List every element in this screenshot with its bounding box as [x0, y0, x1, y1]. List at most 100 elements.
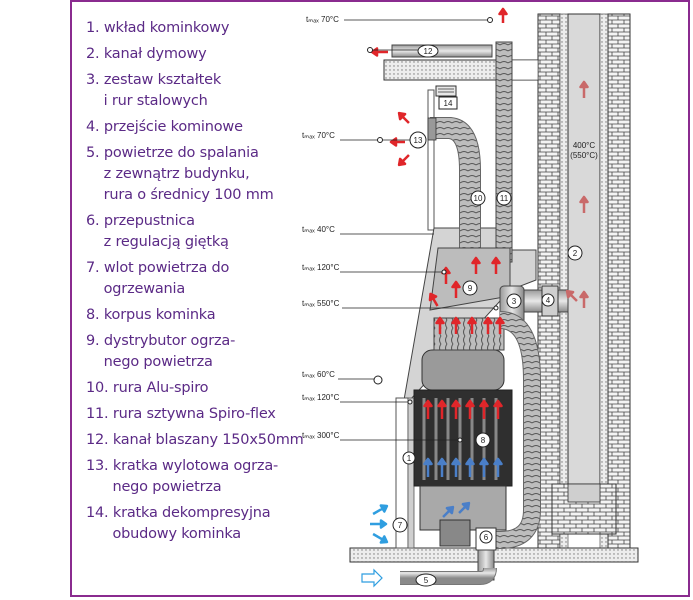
- fireplace-diagram: tₘₐₓ 70°C tₘₐₓ 70°C tₘₐₓ 40°C tₘₐₓ 120°C…: [302, 7, 639, 588]
- callout-10: 10: [470, 190, 486, 206]
- callout-8: 8: [475, 432, 491, 448]
- fireplace-insert: [413, 349, 513, 547]
- airflow-arrows: [361, 7, 589, 588]
- cold-air-arrow: [458, 501, 471, 514]
- legend-item-12: 12. kanał blaszany 150x50mm: [86, 432, 304, 448]
- svg-text:11: 11: [500, 194, 509, 203]
- svg-text:5: 5: [424, 576, 429, 585]
- svg-text:4: 4: [546, 296, 551, 305]
- svg-text:tₘₐₓ 70°C: tₘₐₓ 70°C: [302, 131, 335, 140]
- legend-item-7: 7. wlot powietrza do ogrzewania: [86, 260, 230, 297]
- legend-item-2: 2. kanał dymowy: [86, 46, 207, 62]
- hot-air-arrow: [423, 399, 433, 419]
- hot-air-arrow: [397, 154, 410, 167]
- hot-air-arrow: [471, 256, 481, 274]
- cold-air-arrow: [423, 457, 433, 477]
- callout-5: 5: [415, 573, 437, 587]
- callout-11: 11: [496, 190, 512, 206]
- decompression-grille: [435, 85, 457, 97]
- callout-6: 6: [479, 530, 493, 544]
- flue-gas-arrow: [579, 195, 589, 213]
- part-numbers: 12 14 13 10 11 2 9 3 4 8 1 7 6 5: [367, 44, 583, 587]
- svg-text:9: 9: [468, 284, 473, 293]
- temp-label-5: tₘₐₓ 550°C: [302, 299, 499, 311]
- hot-air-arrow: [428, 292, 439, 307]
- svg-text:12: 12: [424, 47, 433, 56]
- svg-text:3: 3: [512, 297, 517, 306]
- cold-air-arrow: [479, 457, 489, 477]
- hot-air-arrow: [498, 7, 508, 23]
- cold-air-arrow: [465, 457, 475, 477]
- legend-item-14: 14. kratka dekompresyjna obudowy kominka: [86, 505, 271, 542]
- svg-text:tₘₐₓ 60°C: tₘₐₓ 60°C: [302, 370, 335, 379]
- svg-text:400°C: 400°C: [573, 141, 596, 150]
- legend-item-6: 6. przepustnica z regulacją giętką: [86, 213, 229, 250]
- hot-air-arrow: [493, 399, 503, 419]
- hot-air-arrow: [479, 399, 489, 419]
- callout-14: 14: [438, 96, 458, 110]
- legend-item-8: 8. korpus kominka: [86, 307, 216, 323]
- flue-gas-arrow: [565, 289, 578, 302]
- svg-text:14: 14: [444, 99, 453, 108]
- flue-gas-arrow: [579, 290, 589, 308]
- inlet-air-arrow: [372, 532, 389, 544]
- legend-item-10: 10. rura Alu-spiro: [86, 380, 209, 396]
- hot-air-arrow: [465, 399, 475, 419]
- flue-gas-arrow: [579, 80, 589, 98]
- legend-item-3: 3. zestaw kształtek i rur stalowych: [86, 72, 222, 109]
- legend-item-4: 4. przejście kominowe: [86, 119, 243, 135]
- callout-3: 3: [506, 293, 522, 309]
- callout-9: 9: [462, 280, 478, 296]
- svg-text:2: 2: [573, 249, 578, 258]
- hot-air-arrow: [491, 256, 501, 274]
- svg-text:10: 10: [474, 194, 483, 203]
- svg-text:tₘₐₓ 120°C: tₘₐₓ 120°C: [302, 393, 340, 402]
- sheet-metal-duct: [391, 44, 493, 58]
- svg-text:tₘₐₓ 40°C: tₘₐₓ 40°C: [302, 225, 335, 234]
- hot-air-arrow: [483, 316, 493, 334]
- cold-air-arrow: [437, 457, 447, 477]
- legend-item-11: 11. rura sztywna Spiro-flex: [86, 406, 276, 422]
- cold-air-arrow: [451, 457, 461, 477]
- hot-air-arrow: [467, 316, 477, 334]
- hot-air-arrow: [451, 399, 461, 419]
- svg-text:6: 6: [484, 533, 489, 542]
- inlet-air-arrow: [370, 519, 388, 529]
- hot-air-arrow: [435, 316, 445, 334]
- hot-air-arrow: [370, 47, 388, 57]
- temperature-labels: tₘₐₓ 70°C tₘₐₓ 70°C tₘₐₓ 40°C tₘₐₓ 120°C…: [302, 15, 499, 443]
- svg-text:tₘₐₓ 120°C: tₘₐₓ 120°C: [302, 263, 340, 272]
- hot-air-arrow: [397, 111, 410, 124]
- temp-label-2: tₘₐₓ 70°C: [302, 131, 380, 141]
- legend-item-13: 13. kratka wylotowa ogrza- nego powietrz…: [86, 458, 279, 495]
- hot-air-arrow: [451, 316, 461, 334]
- hot-air-arrow: [451, 280, 461, 298]
- cold-air-arrow: [442, 505, 455, 518]
- callout-12: 12: [367, 44, 439, 58]
- temp-label-8: tₘₐₓ 300°C: [302, 431, 463, 443]
- callout-13: 13: [377, 131, 427, 149]
- svg-text:8: 8: [481, 436, 486, 445]
- legend-item-1: 1. wkład kominkowy: [86, 20, 230, 36]
- hot-air-arrow: [437, 399, 447, 419]
- inlet-air-arrow: [372, 504, 389, 516]
- svg-text:7: 7: [398, 521, 403, 530]
- chimney-temperature: 400°C (550°C): [570, 141, 598, 160]
- legend-list: 1. wkład kominkowy 2. kanał dymowy 3. ze…: [86, 18, 304, 550]
- callout-4: 4: [541, 293, 555, 307]
- temp-label-7: tₘₐₓ 120°C: [302, 393, 413, 405]
- legend-item-9: 9. dystrybutor ogrza- nego powietrza: [86, 333, 236, 370]
- legend-item-5: 5. powietrze do spalania z zewnątrz budy…: [86, 145, 274, 203]
- svg-text:(550°C): (550°C): [570, 151, 598, 160]
- temp-label-3: tₘₐₓ 40°C: [302, 225, 434, 235]
- svg-text:tₘₐₓ 300°C: tₘₐₓ 300°C: [302, 431, 340, 440]
- rigid-spiro-pipe: [495, 41, 513, 263]
- hot-air-arrow: [495, 316, 505, 334]
- svg-text:13: 13: [414, 136, 423, 145]
- temp-label-4: tₘₐₓ 120°C: [302, 263, 447, 275]
- svg-text:tₘₐₓ 70°C: tₘₐₓ 70°C: [306, 15, 339, 24]
- callout-1: 1: [402, 451, 416, 465]
- cold-air-arrow: [493, 457, 503, 477]
- svg-text:1: 1: [407, 454, 412, 463]
- callout-7: 7: [392, 517, 408, 533]
